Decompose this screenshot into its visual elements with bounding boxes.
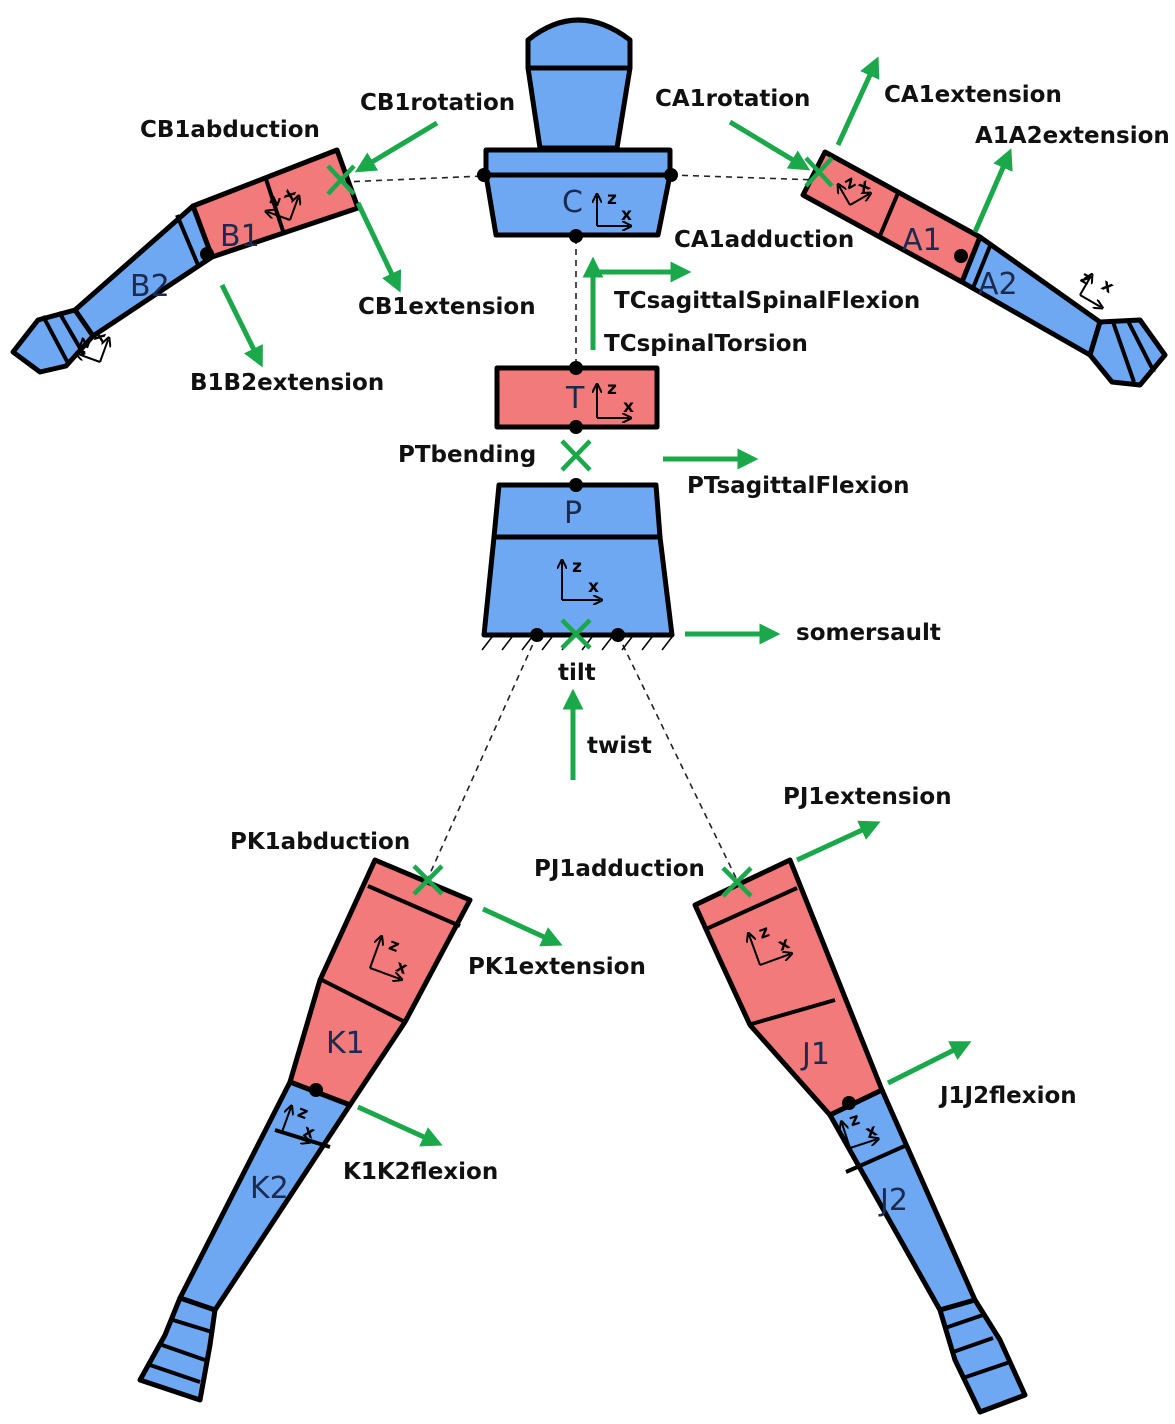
label-tcsagittalspinalflexion: TCsagittalSpinalFlexion <box>614 288 920 314</box>
segment-label-b1: B1 <box>220 219 260 254</box>
svg-text:z: z <box>607 379 617 399</box>
label-tcspinaltorsion: TCspinalTorsion <box>604 331 808 357</box>
segment-t: T <box>494 365 660 430</box>
leg-j: J1 J2 <box>692 857 1028 1415</box>
segment-label-t: T <box>565 381 585 416</box>
ground-hatching <box>481 636 673 651</box>
segment-c: C <box>483 147 673 238</box>
segment-label-j1: J1 <box>800 1037 830 1072</box>
label-j1j2flexion: J1J2flexion <box>938 1083 1077 1109</box>
label-b1b2extension: B1B2extension <box>190 370 384 396</box>
svg-text:x: x <box>1098 275 1118 298</box>
segment-label-a1: A1 <box>902 223 942 258</box>
svg-text:z: z <box>607 189 617 209</box>
head-neck <box>525 17 633 151</box>
label-cb1rotation: CB1rotation <box>360 90 515 116</box>
label-a1a2extension: A1A2extension <box>975 123 1170 149</box>
label-pj1adduction: PJ1adduction <box>534 856 705 882</box>
label-ca1rotation: CA1rotation <box>655 86 810 112</box>
frame-b1: zx <box>261 186 301 221</box>
dof-labels: CB1rotation CB1abduction CB1extension B1… <box>140 82 1170 1185</box>
svg-text:x: x <box>623 397 634 417</box>
segment-label-b2: B2 <box>130 269 170 304</box>
frame-t: zx <box>597 379 634 418</box>
arm-b: B1 B2 <box>10 147 361 375</box>
label-k1k2flexion: K1K2flexion <box>343 1159 498 1185</box>
joint-x-markers <box>326 156 834 898</box>
segment-label-a2: A2 <box>978 267 1018 302</box>
segment-label-k2: K2 <box>250 1171 289 1206</box>
label-somersault: somersault <box>796 620 941 646</box>
label-cb1abduction: CB1abduction <box>140 117 320 143</box>
label-ptbending: PTbending <box>398 442 536 468</box>
svg-text:z: z <box>572 557 582 577</box>
label-pj1extension: PJ1extension <box>783 784 952 810</box>
svg-text:x: x <box>588 577 599 597</box>
frame-c: zx <box>597 189 632 226</box>
label-tilt: tilt <box>558 660 596 686</box>
joint-dots <box>200 168 968 1110</box>
label-twist: twist <box>587 733 652 759</box>
frame-p: zx <box>562 557 600 600</box>
svg-text:z: z <box>1077 268 1096 290</box>
segment-label-j2: J2 <box>878 1183 908 1218</box>
segment-p: P <box>481 482 675 638</box>
label-ptsagittalflexion: PTsagittalFlexion <box>687 473 910 499</box>
dof-arrows <box>219 56 1013 1147</box>
svg-text:x: x <box>621 205 632 225</box>
label-ca1extension: CA1extension <box>884 82 1062 108</box>
label-cb1extension: CB1extension <box>358 294 536 320</box>
label-pk1extension: PK1extension <box>468 954 646 980</box>
segment-label-p: P <box>564 496 582 531</box>
connection-lines <box>342 174 819 881</box>
segment-label-c: C <box>562 185 583 220</box>
label-pk1abduction: PK1abduction <box>230 829 410 855</box>
segment-label-k1: K1 <box>326 1026 365 1061</box>
arm-a: A1 A2 <box>800 149 1168 388</box>
label-ca1adduction: CA1adduction <box>674 227 854 253</box>
